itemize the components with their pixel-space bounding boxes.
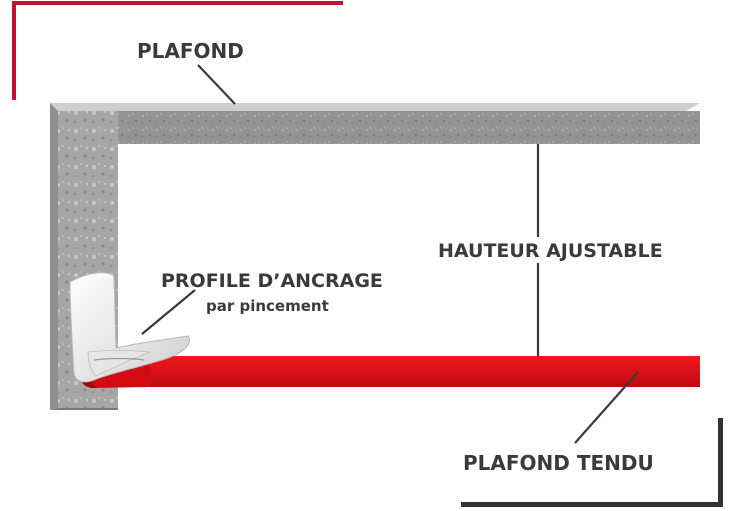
stretch-ceiling-leader-line (574, 371, 639, 444)
stretch-membrane (81, 356, 700, 388)
concrete-ceiling-slab (50, 103, 700, 144)
label-adjustable-height: HAUTEUR AJUSTABLE (438, 240, 663, 262)
label-ceiling: PLAFOND (137, 39, 244, 63)
anchor-profile-clip (69, 272, 190, 383)
top-left-red-bracket (12, 1, 343, 100)
bottom-right-dark-bracket (461, 418, 723, 507)
label-stretch-ceiling: PLAFOND TENDU (463, 451, 654, 475)
label-anchor-profile: PROFILE D’ANCRAGE (161, 270, 383, 292)
anchor-profile-leader-line (141, 289, 196, 335)
ceiling-leader-line (197, 64, 236, 105)
label-anchor-profile-sub: par pincement (206, 297, 329, 315)
